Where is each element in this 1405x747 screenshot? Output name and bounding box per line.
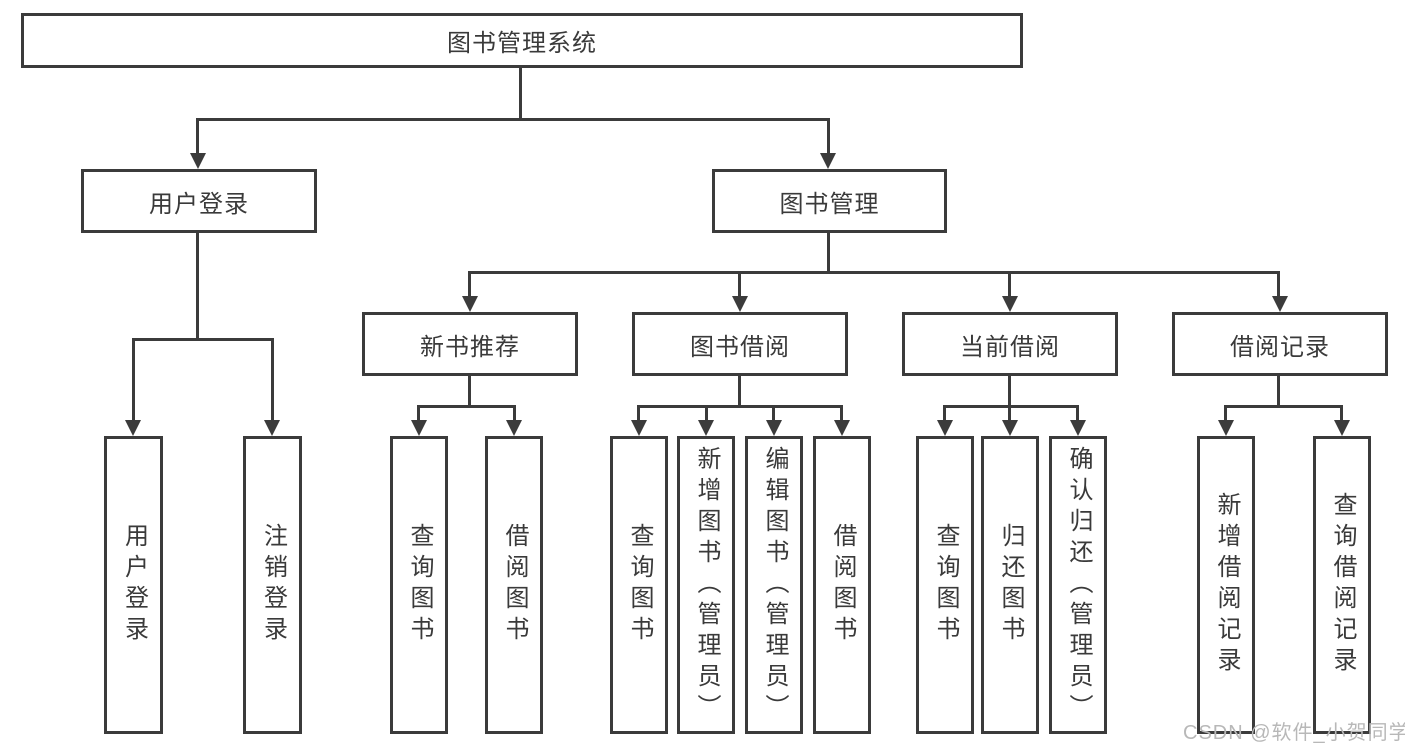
arrow-down-icon bbox=[631, 420, 647, 436]
arrow-down-icon bbox=[1002, 296, 1018, 312]
connector-line bbox=[943, 405, 946, 421]
leaf-user-login-label: 用户登录 bbox=[120, 523, 148, 647]
leaf-add-borrow-record: 新增借阅记录 bbox=[1197, 436, 1255, 734]
connector-line bbox=[705, 405, 708, 421]
connector-line bbox=[637, 405, 843, 408]
arrow-down-icon bbox=[732, 296, 748, 312]
node-root: 图书管理系统 bbox=[21, 13, 1023, 68]
connector-line bbox=[468, 271, 1280, 274]
connector-line bbox=[738, 376, 741, 408]
node-book-management-label: 图书管理 bbox=[779, 190, 880, 218]
node-new-book-recommend-label: 新书推荐 bbox=[420, 333, 520, 361]
connector-line bbox=[468, 376, 471, 408]
connector-line bbox=[271, 338, 274, 421]
connector-line bbox=[132, 338, 135, 421]
leaf-cur-confirm-return-admin-label: 确认归还（管理员） bbox=[1065, 445, 1092, 725]
connector-line bbox=[417, 405, 516, 408]
arrow-down-icon bbox=[264, 420, 280, 436]
connector-line bbox=[417, 405, 420, 421]
arrow-down-icon bbox=[125, 420, 141, 436]
leaf-bor-borrow-books: 借阅图书 bbox=[813, 436, 871, 734]
node-root-label: 图书管理系统 bbox=[447, 30, 597, 57]
leaf-rec-query-books-label: 查询图书 bbox=[406, 523, 433, 647]
leaf-cur-query-books-label: 查询图书 bbox=[932, 523, 959, 647]
connector-line bbox=[772, 405, 775, 421]
arrow-down-icon bbox=[1218, 420, 1234, 436]
leaf-logout-label: 注销登录 bbox=[259, 523, 287, 647]
node-current-borrow-label: 当前借阅 bbox=[960, 333, 1060, 361]
connector-line bbox=[1008, 405, 1011, 421]
leaf-bor-add-books-admin: 新增图书（管理员） bbox=[677, 436, 735, 734]
arrow-down-icon bbox=[1334, 420, 1350, 436]
leaf-rec-borrow-books: 借阅图书 bbox=[485, 436, 543, 734]
arrow-down-icon bbox=[1070, 420, 1086, 436]
arrow-down-icon bbox=[411, 420, 427, 436]
arrow-down-icon bbox=[937, 420, 953, 436]
connector-line bbox=[1008, 376, 1011, 408]
leaf-query-borrow-record: 查询借阅记录 bbox=[1313, 436, 1371, 734]
leaf-logout: 注销登录 bbox=[243, 436, 302, 734]
connector-line bbox=[468, 271, 471, 297]
leaf-rec-borrow-books-label: 借阅图书 bbox=[501, 523, 528, 647]
connector-line bbox=[196, 232, 199, 338]
connector-line bbox=[1277, 271, 1280, 297]
arrow-down-icon bbox=[698, 420, 714, 436]
connector-line bbox=[637, 405, 640, 421]
arrow-down-icon bbox=[766, 420, 782, 436]
leaf-cur-query-books: 查询图书 bbox=[916, 436, 974, 734]
connector-line bbox=[1008, 271, 1011, 297]
arrow-down-icon bbox=[190, 153, 206, 169]
leaf-cur-return-books-label: 归还图书 bbox=[997, 523, 1024, 647]
leaf-cur-confirm-return-admin: 确认归还（管理员） bbox=[1049, 436, 1107, 734]
leaf-user-login: 用户登录 bbox=[104, 436, 163, 734]
leaf-bor-edit-books-admin: 编辑图书（管理员） bbox=[745, 436, 803, 734]
leaf-bor-borrow-books-label: 借阅图书 bbox=[829, 523, 856, 647]
arrow-down-icon bbox=[820, 153, 836, 169]
csdn-watermark: CSDN @软件_小贺同学 bbox=[1183, 722, 1405, 744]
leaf-rec-query-books: 查询图书 bbox=[390, 436, 448, 734]
connector-line bbox=[1224, 405, 1227, 421]
node-current-borrow: 当前借阅 bbox=[902, 312, 1118, 376]
leaf-bor-query-books-label: 查询图书 bbox=[626, 523, 653, 647]
arrow-down-icon bbox=[462, 296, 478, 312]
node-borrow-records: 借阅记录 bbox=[1172, 312, 1388, 376]
leaf-add-borrow-record-label: 新增借阅记录 bbox=[1213, 492, 1240, 678]
node-new-book-recommend: 新书推荐 bbox=[362, 312, 578, 376]
arrow-down-icon bbox=[506, 420, 522, 436]
leaf-cur-return-books: 归还图书 bbox=[981, 436, 1039, 734]
connector-line bbox=[132, 338, 274, 341]
node-book-borrow-label: 图书借阅 bbox=[690, 333, 790, 361]
node-user-login-label: 用户登录 bbox=[149, 190, 249, 218]
connector-line bbox=[827, 118, 830, 154]
connector-line bbox=[1340, 405, 1343, 421]
arrow-down-icon bbox=[1002, 420, 1018, 436]
node-book-borrow: 图书借阅 bbox=[632, 312, 848, 376]
connector-line bbox=[1076, 405, 1079, 421]
connector-line bbox=[513, 405, 516, 421]
leaf-bor-query-books: 查询图书 bbox=[610, 436, 668, 734]
connector-line bbox=[738, 271, 741, 297]
connector-line bbox=[827, 233, 830, 271]
node-user-login: 用户登录 bbox=[81, 169, 317, 233]
arrow-down-icon bbox=[834, 420, 850, 436]
leaf-query-borrow-record-label: 查询借阅记录 bbox=[1329, 492, 1356, 678]
connector-line bbox=[1224, 405, 1343, 408]
connector-line bbox=[840, 405, 843, 421]
node-book-management: 图书管理 bbox=[712, 169, 947, 233]
leaf-bor-edit-books-admin-label: 编辑图书（管理员） bbox=[761, 445, 788, 725]
connector-line bbox=[196, 118, 830, 121]
connector-line bbox=[196, 118, 199, 154]
connector-line bbox=[519, 66, 522, 121]
arrow-down-icon bbox=[1272, 296, 1288, 312]
connector-line bbox=[1277, 376, 1280, 408]
leaf-bor-add-books-admin-label: 新增图书（管理员） bbox=[693, 445, 720, 725]
node-borrow-records-label: 借阅记录 bbox=[1230, 333, 1330, 361]
connector-line bbox=[943, 405, 1079, 408]
